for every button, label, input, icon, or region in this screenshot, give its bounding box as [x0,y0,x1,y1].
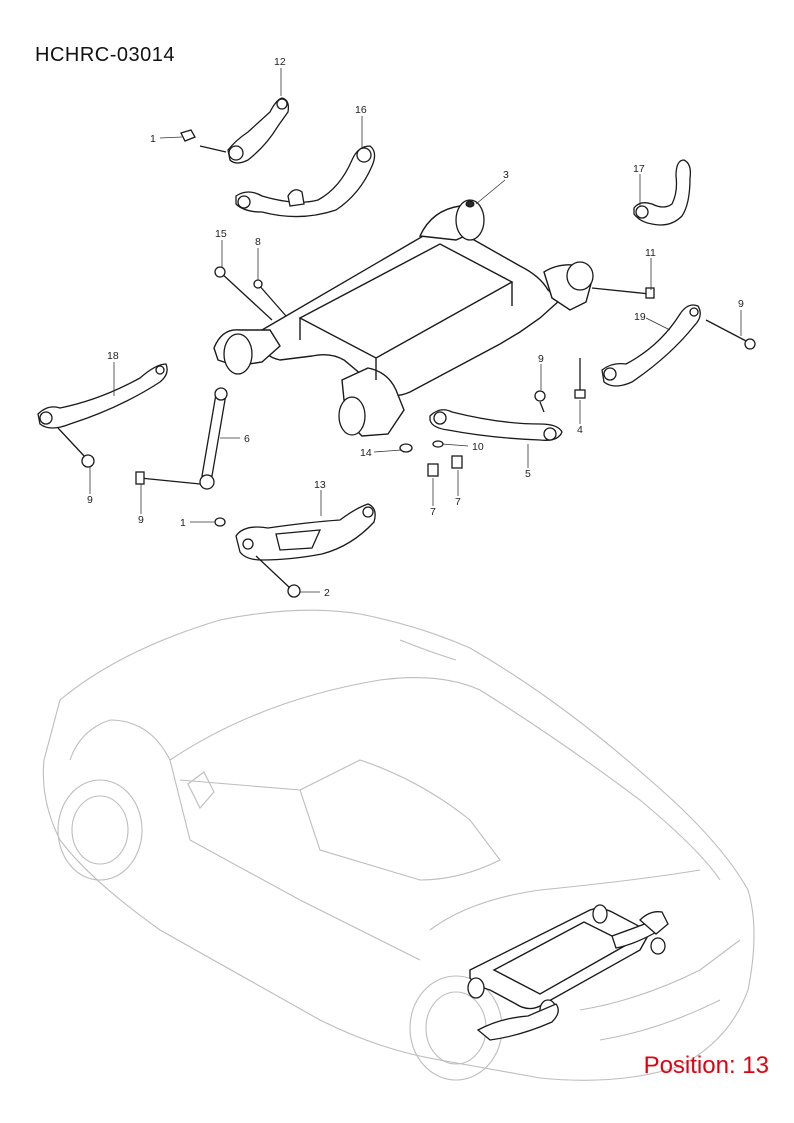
callout-2: 2 [324,587,330,599]
bolt-4[interactable] [574,358,586,399]
bushing-3[interactable] [455,199,485,241]
bolt-11[interactable] [591,287,655,299]
bolt-1-lower[interactable] [214,517,226,527]
bushing-left[interactable] [223,333,253,375]
callout-19: 19 [634,311,646,323]
lower-control-arm-13[interactable] [235,503,376,561]
bolt-2[interactable] [255,555,301,598]
bolt-9-right[interactable] [705,319,756,350]
callout-9-left: 9 [87,494,93,506]
bushing-rear-right[interactable] [566,261,594,291]
callout-18: 18 [107,350,119,362]
callout-14: 14 [360,447,372,459]
trailing-arm-18[interactable] [37,363,168,429]
diagram-code: HCHRC-03014 [35,44,175,66]
bolt-8[interactable] [253,279,287,317]
callout-13: 13 [314,479,326,491]
callout-17: 17 [633,163,645,175]
rear-subframe-assembly[interactable] [213,205,593,437]
callout-7-right: 7 [455,496,461,508]
callout-9-lower: 9 [138,514,144,526]
callout-11: 11 [645,247,656,259]
nut-7-left[interactable] [427,463,439,477]
bushing-front[interactable] [338,396,366,436]
callout-15: 15 [215,228,227,240]
subframe-location-highlight [467,904,669,1041]
washer-10[interactable] [432,440,444,448]
callout-9-right: 9 [738,298,744,310]
nut-7-right[interactable] [451,455,463,469]
callout-10: 10 [472,441,484,453]
callout-4: 4 [577,424,583,436]
bolt-1-upper[interactable] [180,129,196,142]
callout-5: 5 [525,468,531,480]
callout-9-mid: 9 [538,353,544,365]
bolt-9-left[interactable] [57,427,95,468]
bolt-9-mid[interactable] [534,390,546,413]
upper-control-arm-12[interactable] [199,97,290,164]
callout-6: 6 [244,433,250,445]
callout-3: 3 [503,169,509,181]
lower-arm-5[interactable] [429,409,563,441]
position-label: Position: 13 [643,1052,769,1079]
callout-12: 12 [274,56,286,68]
callout-8: 8 [255,236,261,248]
toe-link-6[interactable] [199,387,228,490]
bolt-15[interactable] [214,266,273,321]
callout-7-left: 7 [430,506,436,518]
callout-1-upper: 1 [150,133,156,145]
callout-1-lower: 1 [180,517,186,529]
upper-control-arm-16[interactable] [235,145,376,218]
vehicle-outline [42,609,755,1081]
lateral-arm-19[interactable] [601,304,701,387]
bolt-9-lower[interactable] [135,471,201,485]
callout-16: 16 [355,104,367,116]
leader-lines [89,68,742,593]
callout-labels: 1 12 16 3 17 15 8 11 9 19 18 9 4 6 14 10… [87,56,744,599]
upper-control-arm-17[interactable] [633,159,692,226]
washer-14[interactable] [399,443,413,453]
